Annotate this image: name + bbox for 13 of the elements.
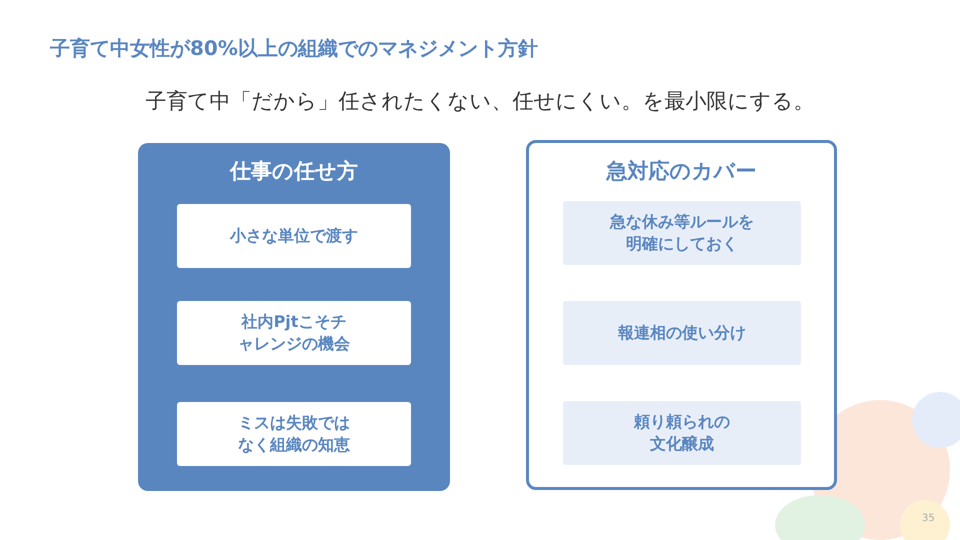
card-box: 小さな単位で渡す [177, 204, 411, 268]
subtitle: 子育て中「だから」任されたくない、任せにくい。を最小限にする。 [146, 88, 814, 115]
page-number: 35 [922, 513, 935, 524]
card-box: ミスは失敗ではなく組織の知恵 [177, 402, 411, 466]
panel [526, 140, 837, 490]
panel-heading: 仕事の任せ方 [228, 158, 359, 185]
slide-title: 子育て中女性が80%以上の組織でのマネジメント方針 [50, 35, 538, 62]
card-box: 社内Pjtこそチャレンジの機会 [177, 301, 411, 365]
panel-heading: 急対応のカバー [604, 158, 758, 185]
card-box: 報連相の使い分け [563, 301, 801, 365]
card-box: 急な休み等ルールを明確にしておく [563, 201, 801, 265]
card-box: 頼り頼られの文化醸成 [563, 401, 801, 465]
panel [138, 143, 450, 491]
